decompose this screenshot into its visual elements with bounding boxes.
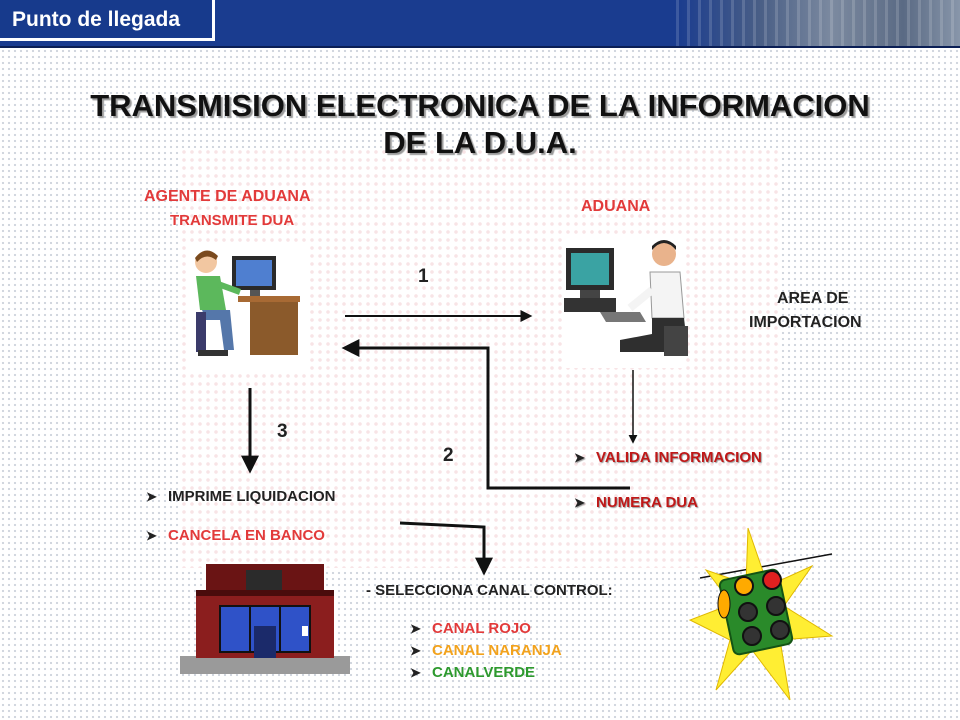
office-worker-icon bbox=[563, 236, 688, 368]
channel-option-orange: ➤ CANAL NARANJA bbox=[410, 642, 562, 659]
import-area-sublabel: IMPORTACION bbox=[749, 314, 862, 331]
bullet-arrow-icon: ➤ bbox=[410, 643, 421, 658]
channel-heading: - SELECCIONA CANAL CONTROL: bbox=[366, 582, 613, 599]
computer-user-icon bbox=[188, 243, 308, 373]
channel-option-label: CANAL ROJO bbox=[432, 620, 531, 637]
traffic-light-icon bbox=[688, 527, 834, 701]
agent-action-print: ➤ IMPRIME LIQUIDACION bbox=[146, 488, 336, 505]
agent-action-label: IMPRIME LIQUIDACION bbox=[168, 488, 336, 505]
bullet-arrow-icon: ➤ bbox=[410, 665, 421, 680]
page-title-line1: TRANSMISION ELECTRONICA DE LA INFORMACIO… bbox=[90, 88, 870, 123]
customs-action-label: NUMERA DUA bbox=[596, 494, 698, 511]
header-bar: Punto de llegada bbox=[0, 0, 960, 48]
bank-building-icon bbox=[180, 564, 350, 674]
step-three: 3 bbox=[277, 421, 288, 442]
customs-action-validate: ➤ VALIDA INFORMACION bbox=[574, 449, 762, 466]
channel-option-label: CANAL NARANJA bbox=[432, 642, 562, 659]
bullet-arrow-icon: ➤ bbox=[146, 528, 157, 543]
header-tab: Punto de llegada bbox=[0, 0, 215, 41]
page-title-line2: DE LA D.U.A. bbox=[383, 125, 577, 160]
header-title: Punto de llegada bbox=[12, 8, 181, 31]
bullet-arrow-icon: ➤ bbox=[410, 621, 421, 636]
arrow-step-2 bbox=[341, 339, 630, 490]
agent-action-label: CANCELA EN BANCO bbox=[168, 527, 325, 544]
agent-action-bank: ➤ CANCELA EN BANCO bbox=[146, 527, 325, 544]
channel-option-red: ➤ CANAL ROJO bbox=[410, 620, 531, 637]
channel-option-green: ➤ CANALVERDE bbox=[410, 664, 535, 681]
arrow-channel bbox=[399, 521, 493, 576]
agent-label: AGENTE DE ADUANA bbox=[144, 188, 311, 205]
bullet-arrow-icon: ➤ bbox=[574, 450, 585, 465]
agent-sublabel: TRANSMITE DUA bbox=[170, 212, 295, 229]
bullet-arrow-icon: ➤ bbox=[574, 495, 585, 510]
channel-option-label: CANALVERDE bbox=[432, 664, 536, 681]
customs-action-label: VALIDA INFORMACION bbox=[596, 449, 762, 466]
step-two: 2 bbox=[443, 445, 454, 466]
customs-label: ADUANA bbox=[581, 198, 651, 215]
bullet-arrow-icon: ➤ bbox=[146, 489, 157, 504]
step-one: 1 bbox=[418, 266, 429, 287]
import-area-label: AREA DE bbox=[777, 290, 849, 307]
customs-action-number: ➤ NUMERA DUA bbox=[574, 494, 698, 511]
header-photo-strip bbox=[676, 0, 960, 46]
